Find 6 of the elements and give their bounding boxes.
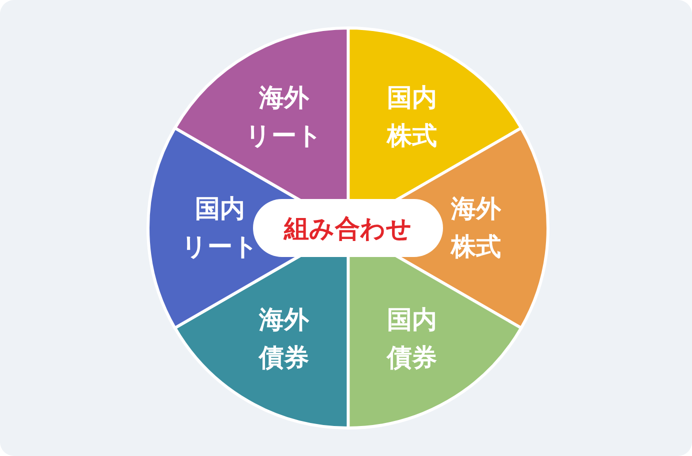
segment-label: 国内債券 — [387, 304, 437, 374]
segment-label: 海外リート — [245, 82, 322, 152]
segment-label: 国内株式 — [387, 82, 437, 152]
center-label: 組み合わせ — [253, 199, 443, 257]
segment-label: 海外株式 — [451, 193, 501, 263]
segment-label: 海外債券 — [258, 304, 309, 374]
